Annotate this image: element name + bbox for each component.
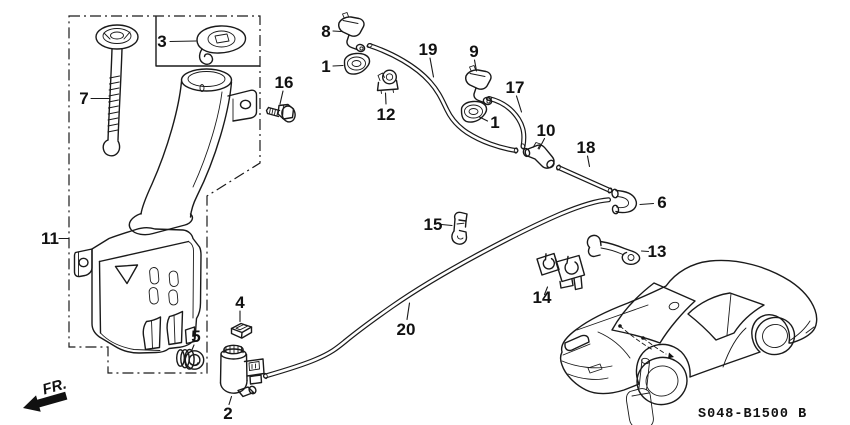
part-callout-1a: 1 — [321, 57, 330, 76]
part-callout-6: 6 — [657, 193, 666, 212]
car-drawing — [559, 259, 818, 425]
part-callout-14: 14 — [533, 288, 552, 307]
part-callout-18: 18 — [577, 138, 596, 157]
part-callout-15: 15 — [424, 215, 443, 234]
washer-pump-drawing — [219, 344, 265, 398]
part-callout-12: 12 — [377, 105, 396, 124]
grommet5-drawing — [175, 348, 205, 370]
part-callout-9: 9 — [469, 42, 478, 61]
clip12-drawing — [376, 69, 399, 94]
fr-arrow-icon — [23, 391, 68, 412]
clip15-drawing — [451, 211, 468, 245]
front-wheel — [636, 356, 688, 406]
part-callout-8: 8 — [321, 22, 330, 41]
cap-gauge-drawing — [95, 24, 139, 157]
washer-cap-drawing — [196, 25, 247, 65]
tank-bracket — [73, 248, 93, 278]
washer-nozzle-drawing — [338, 12, 366, 53]
part-callout-13: 13 — [648, 242, 667, 261]
windshield — [611, 282, 696, 344]
side-windows — [687, 292, 765, 341]
hose19-drawing — [366, 43, 519, 154]
part-callout-10: 10 — [537, 121, 556, 140]
part-callout-17: 17 — [506, 78, 525, 97]
part-callout-5: 5 — [191, 327, 200, 346]
bolt-drawing — [265, 103, 296, 123]
part-callout-16: 16 — [275, 73, 294, 92]
bracket13-drawing — [586, 234, 641, 266]
pump-connector — [243, 358, 265, 377]
nozzle-grommet-drawing — [343, 52, 371, 75]
phantom-boundary — [68, 15, 261, 374]
fr-label: FR. — [41, 375, 69, 398]
tank-triangle-mark — [114, 264, 139, 285]
rear-wheel — [754, 316, 796, 356]
cushion-drawing — [230, 322, 253, 339]
part-callouts: 3 7 16 8 1 12 19 9 17 1 10 18 6 11 15 14… — [41, 22, 667, 423]
pump-outlet — [237, 386, 255, 398]
part-callout-3: 3 — [157, 32, 166, 51]
in-car-reservoir-sketch — [626, 357, 654, 425]
hose20-drawing — [263, 197, 611, 380]
fr-direction-indicator: FR. — [23, 375, 69, 412]
car-body-outline — [559, 259, 818, 395]
part-callout-20: 20 — [397, 320, 416, 339]
part-callout-1b: 1 — [490, 113, 499, 132]
part-callout-11: 11 — [41, 229, 59, 248]
neck-bracket — [227, 89, 258, 122]
joint-y-drawing — [522, 142, 555, 169]
leader-lines — [58, 30, 655, 406]
headlight — [564, 334, 590, 352]
filler-neck-drawing — [128, 68, 258, 236]
clamp14-drawing — [536, 252, 586, 291]
part-callout-7: 7 — [79, 89, 88, 108]
hood-route-arrow — [668, 352, 674, 359]
washer-nozzle-drawing — [464, 64, 494, 107]
washer-tank-drawing — [73, 227, 202, 354]
cap-inset-box — [155, 16, 260, 67]
part-callout-19: 19 — [419, 40, 438, 59]
side-mirror — [668, 301, 680, 311]
joint-elbow-drawing — [611, 188, 638, 215]
part-callout-4: 4 — [235, 293, 245, 312]
diagram-code: S048-B1500 B — [698, 407, 807, 422]
part-callout-2: 2 — [223, 404, 232, 423]
hose18-drawing — [556, 164, 613, 194]
